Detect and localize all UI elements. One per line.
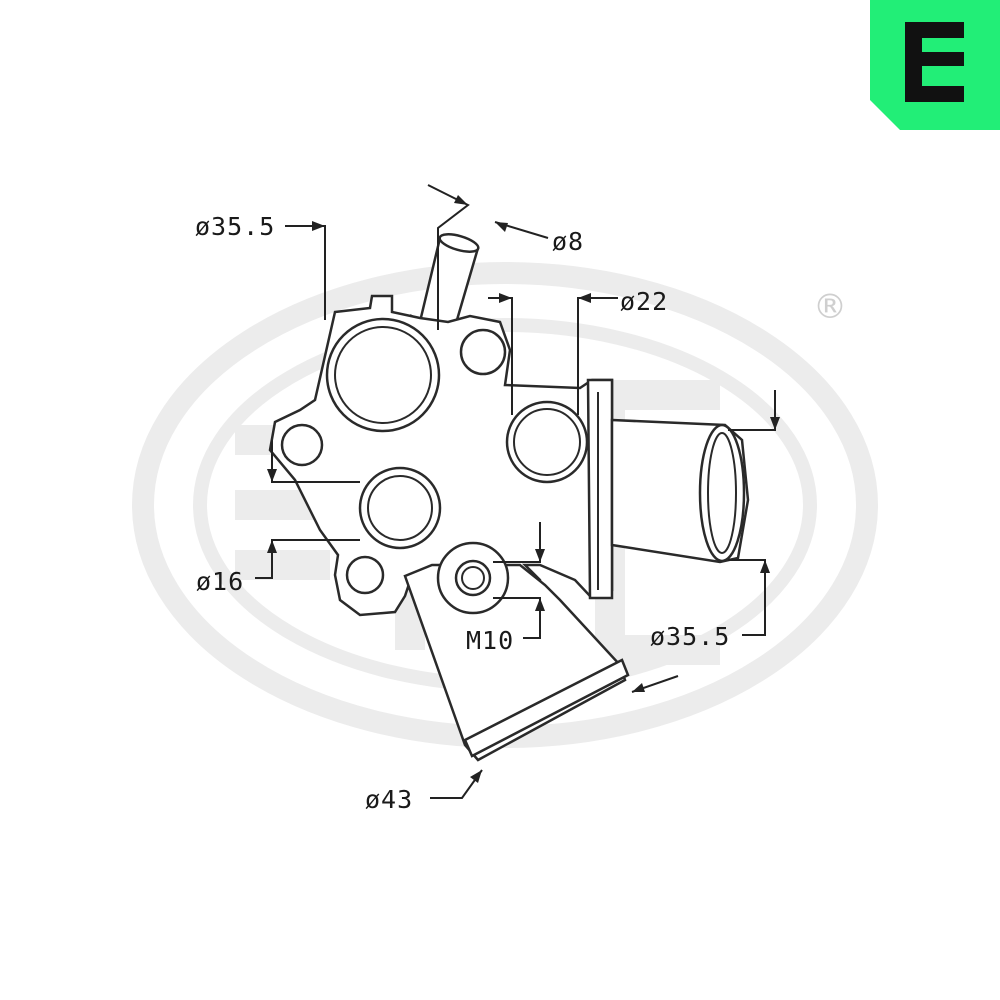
top-mount-hole [459, 328, 507, 376]
label-top-left-diameter: ø35.5 [195, 212, 275, 241]
label-nipple-diameter: ø8 [552, 227, 584, 256]
lower-mount-hole [345, 555, 385, 595]
left-mount-hole [280, 423, 324, 467]
label-right-outlet-diameter: ø35.5 [650, 622, 730, 651]
m10-stud [454, 559, 492, 597]
label-left-port-diameter: ø16 [196, 567, 244, 596]
registered-mark: ® [813, 287, 847, 327]
left-port-bore [358, 466, 442, 550]
center-bore [505, 400, 589, 484]
label-center-diameter: ø22 [620, 287, 668, 316]
dimension-labels: ø35.5 ø8 ø22 ø16 M10 ø35.5 ø43 [195, 212, 730, 814]
dimension-leaders [255, 184, 780, 799]
label-stud-thread: M10 [466, 626, 514, 655]
top-left-bore [325, 317, 441, 433]
label-bottom-outlet-diameter: ø43 [365, 785, 413, 814]
era-logo: E [870, 0, 1000, 130]
